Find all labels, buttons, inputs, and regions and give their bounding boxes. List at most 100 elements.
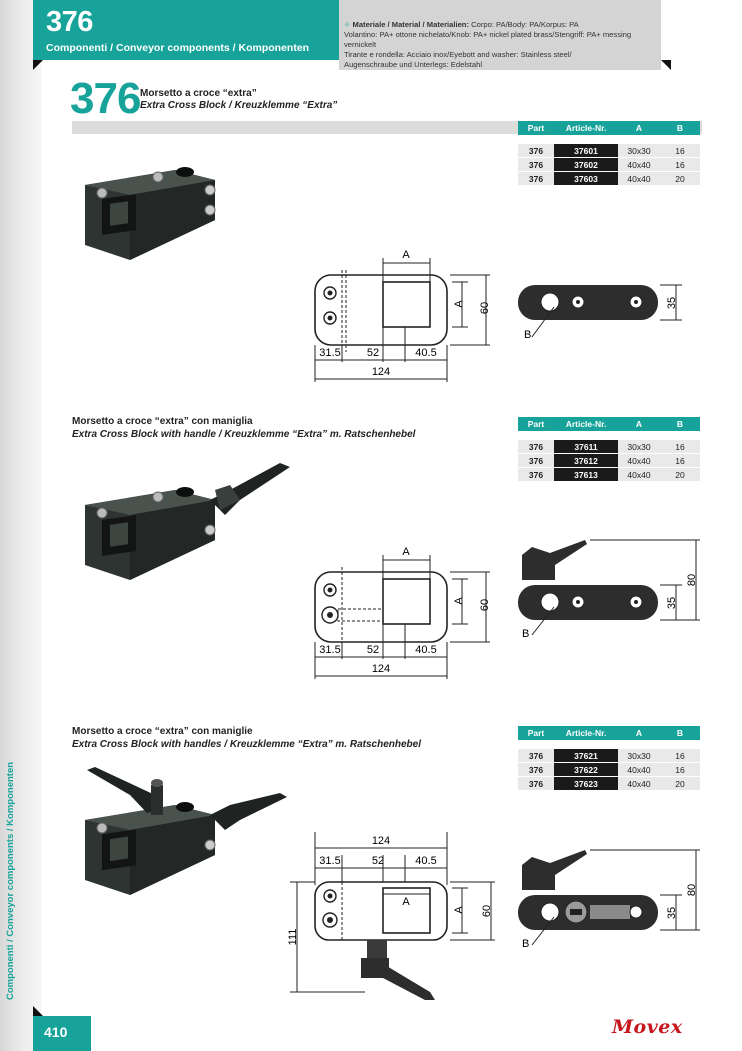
- page-number-box: [33, 1016, 91, 1051]
- cell-article: 37601: [554, 144, 618, 158]
- side-label: Componenti / Conveyor components / Kompo…: [5, 761, 16, 1000]
- dim-b-label: B: [522, 938, 529, 950]
- dim-a-label: A: [402, 546, 410, 558]
- materials-line3: Tirante e rondella: Acciaio inox/Eyebott…: [344, 50, 572, 59]
- cell-a: 30x30: [618, 144, 660, 158]
- col-b: B: [660, 417, 700, 431]
- materials-line4: Augenschraube und Unterlegs: Edelstahl: [344, 60, 483, 69]
- cell-a: 30x30: [618, 440, 660, 454]
- cell-a: 40x40: [618, 763, 660, 777]
- cell-b: 20: [660, 777, 700, 791]
- cell-b: 16: [660, 144, 700, 158]
- col-b: B: [660, 726, 700, 740]
- movex-logo: Movex: [612, 1016, 683, 1038]
- dim-31-5: 31.5: [319, 644, 340, 656]
- side-drawing-3: 35 80 B: [518, 849, 700, 950]
- col-part: Part: [518, 417, 554, 431]
- side-drawing-2: 35 80 B: [518, 539, 700, 640]
- cell-b: 16: [660, 440, 700, 454]
- cell-part: 376: [518, 763, 554, 777]
- section-3-title-en-de: Extra Cross Block with handles / Kreuzkl…: [72, 739, 422, 750]
- front-drawing-1: A A 60 31.5 52 40.5 124: [314, 249, 491, 382]
- header-code: 376: [46, 6, 93, 38]
- cell-b: 16: [660, 454, 700, 468]
- col-part: Part: [518, 121, 554, 135]
- table-header-row: Part Article-Nr. A B: [518, 121, 700, 135]
- dim-35: 35: [666, 597, 678, 609]
- cell-part: 376: [518, 172, 554, 186]
- table-header-row: Part Article-Nr. A B: [518, 417, 700, 431]
- cell-part: 376: [518, 454, 554, 468]
- dim-31-5: 31.5: [319, 347, 340, 359]
- cell-a: 40x40: [618, 777, 660, 791]
- cell-part: 376: [518, 144, 554, 158]
- dim-124: 124: [372, 663, 390, 675]
- cross-block-handle-photo: [85, 463, 290, 580]
- dim-80: 80: [686, 884, 698, 896]
- col-a: A: [618, 121, 660, 135]
- col-article: Article-Nr.: [554, 417, 618, 431]
- col-part: Part: [518, 726, 554, 740]
- dim-52: 52: [367, 347, 379, 359]
- header-bar: [33, 0, 339, 60]
- product-title-en-de: Extra Cross Block / Kreuzklemme “Extra”: [140, 100, 338, 111]
- dim-31-5: 31.5: [319, 855, 340, 867]
- footer-corner: [33, 1006, 43, 1016]
- col-b: B: [660, 121, 700, 135]
- materials-icon: ⁘: [344, 20, 351, 29]
- dim-52: 52: [372, 855, 384, 867]
- product-title-it: Morsetto a croce “extra”: [140, 88, 257, 99]
- cross-block-photo: [85, 167, 216, 260]
- cross-block-handles-photo: [85, 767, 287, 895]
- cell-a: 40x40: [618, 468, 660, 482]
- materials-corner: [661, 60, 671, 70]
- cell-article: 37623: [554, 777, 618, 791]
- cell-part: 376: [518, 158, 554, 172]
- cell-article: 37613: [554, 468, 618, 482]
- front-drawing-3: 124 31.5 52 40.5 A A 60 111: [287, 832, 495, 1000]
- section-2-title-it: Morsetto a croce “extra” con maniglia: [72, 416, 253, 427]
- cell-b: 16: [660, 749, 700, 763]
- col-a: A: [618, 417, 660, 431]
- col-a: A: [618, 726, 660, 740]
- materials-line1: Corpo: PA/Body: PA/Korpus: PA: [471, 20, 579, 29]
- cell-part: 376: [518, 749, 554, 763]
- dim-35: 35: [666, 297, 678, 309]
- cell-part: 376: [518, 440, 554, 454]
- dim-52: 52: [367, 644, 379, 656]
- cell-article: 37611: [554, 440, 618, 454]
- dim-a-label-side: A: [453, 906, 465, 914]
- dim-60: 60: [479, 599, 491, 611]
- section-3-title-it: Morsetto a croce “extra” con maniglie: [72, 726, 253, 737]
- page-sidebar: [0, 0, 42, 1051]
- cell-article: 37621: [554, 749, 618, 763]
- page-number: 410: [44, 1024, 68, 1040]
- cell-b: 16: [660, 158, 700, 172]
- cell-a: 40x40: [618, 172, 660, 186]
- dim-60: 60: [479, 302, 491, 314]
- dim-a-label-side: A: [453, 300, 465, 308]
- header-corner: [33, 60, 43, 70]
- dim-b-label: B: [522, 628, 529, 640]
- cell-part: 376: [518, 777, 554, 791]
- cell-b: 20: [660, 172, 700, 186]
- table-header-row: Part Article-Nr. A B: [518, 726, 700, 740]
- dim-124: 124: [372, 835, 390, 847]
- cell-part: 376: [518, 468, 554, 482]
- header-subtitle: Componenti / Conveyor components / Kompo…: [46, 42, 310, 54]
- dim-35: 35: [666, 907, 678, 919]
- cell-b: 20: [660, 468, 700, 482]
- dim-a-label: A: [402, 249, 410, 261]
- front-drawing-2: A A 60 31.5 52 40.5 124: [314, 546, 491, 679]
- section-2-title-en-de: Extra Cross Block with handle / Kreuzkle…: [72, 429, 416, 440]
- side-drawing-1: 35 B: [518, 284, 682, 341]
